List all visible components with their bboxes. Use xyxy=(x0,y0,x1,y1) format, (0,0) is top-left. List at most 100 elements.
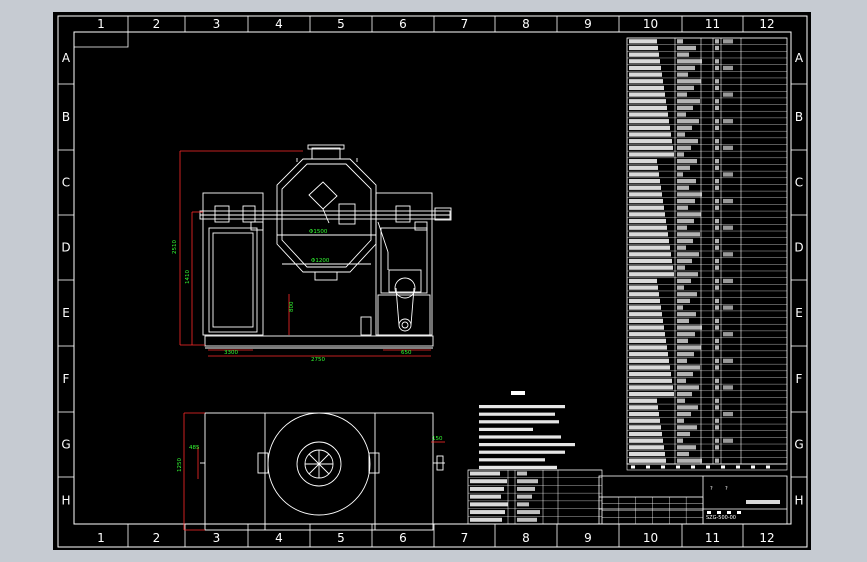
part-qty xyxy=(715,45,719,51)
motor-pulley xyxy=(394,277,416,299)
title-block xyxy=(598,475,788,525)
part-name xyxy=(677,292,697,297)
note-line xyxy=(479,458,545,462)
motor-mount xyxy=(360,316,372,336)
part-name xyxy=(677,365,700,370)
column-label: 9 xyxy=(584,17,592,31)
row-label: G xyxy=(794,438,803,452)
part-name xyxy=(677,159,697,164)
front-dimensions xyxy=(179,150,431,357)
part-qty xyxy=(715,125,719,130)
column-label: 4 xyxy=(275,531,283,545)
title-box-label-1: ? xyxy=(710,486,713,492)
part-code xyxy=(629,358,669,363)
left-bracket xyxy=(250,221,264,231)
part-qty xyxy=(715,358,719,363)
part-qty xyxy=(715,159,719,164)
note-line xyxy=(479,412,555,416)
purchased-part-spec xyxy=(517,494,532,499)
part-code xyxy=(629,352,668,357)
column-label: 10 xyxy=(643,17,658,31)
dim-height-leg-label: 1410 xyxy=(185,270,191,284)
part-name xyxy=(677,418,684,423)
part-name xyxy=(677,411,691,417)
part-qty xyxy=(715,39,719,44)
part-code xyxy=(629,165,658,170)
part-name xyxy=(677,431,690,437)
plan-dim-text: 1250 485 150 xyxy=(177,436,443,472)
row-label: H xyxy=(61,494,70,508)
note-line xyxy=(479,420,559,424)
part-code xyxy=(629,332,665,337)
purchased-part-entry xyxy=(470,494,501,499)
part-code xyxy=(629,185,661,190)
part-name xyxy=(677,298,690,304)
part-qty xyxy=(715,305,719,310)
part-code xyxy=(629,378,672,383)
part-code xyxy=(629,258,672,264)
part-qty xyxy=(715,85,719,91)
part-material xyxy=(723,145,733,150)
part-name xyxy=(677,92,687,97)
purchased-part-spec xyxy=(517,471,527,476)
part-material xyxy=(723,92,733,97)
part-qty xyxy=(715,79,719,84)
part-code xyxy=(629,192,662,197)
part-code xyxy=(629,325,664,330)
right-pedestal-panel xyxy=(380,227,428,294)
left-bearing xyxy=(214,205,230,223)
part-code xyxy=(629,438,663,443)
part-material xyxy=(723,119,733,124)
bottom-outlet xyxy=(314,271,338,281)
row-label: C xyxy=(62,176,70,190)
part-code xyxy=(629,245,670,250)
manhole-flange xyxy=(307,144,345,150)
column-label: 1 xyxy=(97,531,105,545)
part-name xyxy=(677,112,686,117)
part-name xyxy=(677,119,699,124)
part-qty xyxy=(715,318,719,324)
part-material xyxy=(723,198,733,204)
column-label: 2 xyxy=(153,531,161,545)
part-code xyxy=(629,79,663,84)
left-pedestal-frame xyxy=(202,192,264,336)
purchased-part-spec xyxy=(517,502,529,507)
part-qty xyxy=(715,119,719,124)
row-label: H xyxy=(794,494,803,508)
scale-glyph xyxy=(717,511,721,514)
column-label: 5 xyxy=(337,531,345,545)
part-qty xyxy=(715,418,719,423)
part-material xyxy=(723,385,733,390)
part-name xyxy=(677,332,695,337)
belt-left xyxy=(395,287,400,326)
part-name xyxy=(677,65,695,71)
note-line xyxy=(479,465,557,469)
row-label: A xyxy=(795,51,804,65)
vacuum-line xyxy=(377,221,389,253)
part-code xyxy=(629,119,669,124)
part-name xyxy=(677,79,701,84)
part-name xyxy=(677,345,701,350)
top-manhole xyxy=(311,147,341,160)
part-name xyxy=(677,125,692,130)
part-name xyxy=(677,265,685,270)
part-code xyxy=(629,318,663,324)
part-name xyxy=(677,145,691,150)
left-pedestal-inner xyxy=(212,232,254,328)
part-code xyxy=(629,425,661,430)
part-qty xyxy=(715,59,719,64)
part-name xyxy=(677,272,698,277)
part-name xyxy=(677,52,689,57)
dim-vessel-upper-label: Φ1500 xyxy=(309,229,328,235)
part-code xyxy=(629,39,657,44)
part-code xyxy=(629,232,668,237)
part-name xyxy=(677,218,694,224)
part-code xyxy=(629,218,666,224)
part-qty xyxy=(715,145,719,150)
mixing-vessel xyxy=(276,158,377,273)
part-qty xyxy=(715,165,719,170)
outer-border xyxy=(57,15,808,548)
part-name xyxy=(677,438,683,443)
part-code xyxy=(629,178,660,184)
